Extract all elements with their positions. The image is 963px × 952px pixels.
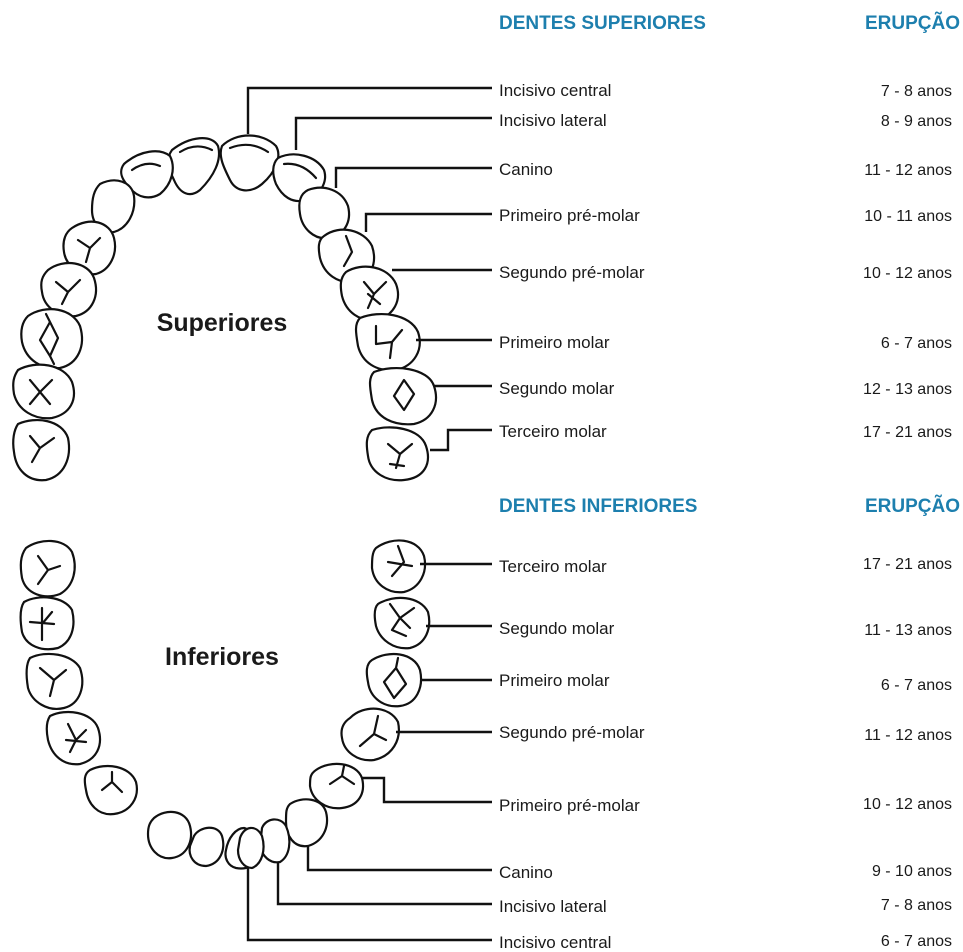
lower-teeth-header: DENTES INFERIORES bbox=[499, 496, 697, 517]
lower-left-first-molar bbox=[27, 654, 83, 709]
lower-right-third-molar bbox=[372, 540, 425, 592]
upper-eruption-header: ERUPÇÃO bbox=[865, 12, 960, 34]
lower-row-name: Primeiro pré-molar bbox=[499, 796, 640, 815]
upper-right-second-molar bbox=[370, 368, 436, 424]
lower-arch: Inferiores bbox=[21, 540, 492, 940]
upper-row-eruption: 11 - 12 anos bbox=[864, 162, 952, 179]
lower-row-name: Incisivo central bbox=[499, 933, 611, 952]
lower-row-eruption: 9 - 10 anos bbox=[872, 863, 952, 880]
upper-row-eruption: 8 - 9 anos bbox=[881, 113, 952, 130]
lower-table: DENTES INFERIORES ERUPÇÃO Terceiro molar… bbox=[499, 495, 960, 952]
upper-left-central-incisor bbox=[168, 138, 219, 194]
upper-left-second-molar bbox=[13, 365, 74, 419]
upper-row-eruption: 10 - 11 anos bbox=[864, 208, 952, 225]
lower-row-eruption: 10 - 12 anos bbox=[863, 796, 952, 813]
lower-right-second-molar bbox=[375, 598, 430, 648]
lower-left-second-molar bbox=[21, 597, 74, 649]
upper-row-name: Segundo molar bbox=[499, 379, 615, 398]
lower-row-eruption: 6 - 7 anos bbox=[881, 677, 952, 694]
upper-row-name: Segundo pré-molar bbox=[499, 263, 645, 282]
lower-left-first-premolar bbox=[85, 766, 137, 814]
lower-row-name: Segundo molar bbox=[499, 619, 615, 638]
upper-right-third-molar bbox=[367, 427, 428, 480]
lower-left-canine bbox=[148, 812, 191, 858]
upper-row-name: Terceiro molar bbox=[499, 422, 607, 441]
lower-left-lateral-incisor bbox=[190, 828, 224, 866]
upper-right-central-incisor bbox=[221, 136, 279, 191]
lower-right-canine bbox=[286, 799, 327, 846]
lower-right-first-molar bbox=[367, 654, 421, 706]
lower-row-name: Primeiro molar bbox=[499, 671, 610, 690]
upper-row-name: Canino bbox=[499, 160, 553, 179]
lower-row-name: Canino bbox=[499, 863, 553, 882]
upper-arch-label: Superiores bbox=[157, 309, 288, 337]
lower-right-lateral-incisor bbox=[260, 819, 289, 862]
lower-row-eruption: 11 - 13 anos bbox=[864, 622, 952, 639]
lower-right-second-premolar bbox=[341, 709, 398, 761]
lower-right-central-incisor bbox=[238, 828, 264, 868]
upper-row-eruption: 10 - 12 anos bbox=[863, 265, 952, 282]
upper-row-eruption: 12 - 13 anos bbox=[863, 381, 952, 398]
upper-teeth-header: DENTES SUPERIORES bbox=[499, 13, 706, 34]
upper-row-eruption: 7 - 8 anos bbox=[881, 83, 952, 100]
upper-right-second-premolar bbox=[341, 267, 398, 321]
upper-row-name: Incisivo lateral bbox=[499, 111, 607, 130]
lower-row-eruption: 11 - 12 anos bbox=[864, 727, 952, 744]
upper-row-name: Primeiro molar bbox=[499, 333, 610, 352]
upper-row-name: Primeiro pré-molar bbox=[499, 206, 640, 225]
lower-row-name: Incisivo lateral bbox=[499, 897, 607, 916]
upper-row-eruption: 6 - 7 anos bbox=[881, 335, 952, 352]
lower-row-name: Terceiro molar bbox=[499, 557, 607, 576]
lower-arch-label: Inferiores bbox=[165, 643, 279, 671]
upper-table: DENTES SUPERIORES ERUPÇÃO Incisivo centr… bbox=[499, 12, 960, 441]
upper-right-first-molar bbox=[356, 314, 420, 370]
upper-arch: Superiores bbox=[13, 88, 492, 480]
upper-left-first-molar bbox=[21, 309, 82, 368]
lower-row-eruption: 17 - 21 anos bbox=[863, 556, 952, 573]
upper-row-eruption: 17 - 21 anos bbox=[863, 424, 952, 441]
lower-left-second-premolar bbox=[47, 712, 100, 764]
upper-row-name: Incisivo central bbox=[499, 81, 611, 100]
lower-row-eruption: 7 - 8 anos bbox=[881, 897, 952, 914]
lower-eruption-header: ERUPÇÃO bbox=[865, 495, 960, 517]
lower-row-eruption: 6 - 7 anos bbox=[881, 933, 952, 950]
upper-left-third-molar bbox=[13, 420, 69, 480]
lower-row-name: Segundo pré-molar bbox=[499, 723, 645, 742]
lower-left-third-molar bbox=[21, 541, 75, 596]
